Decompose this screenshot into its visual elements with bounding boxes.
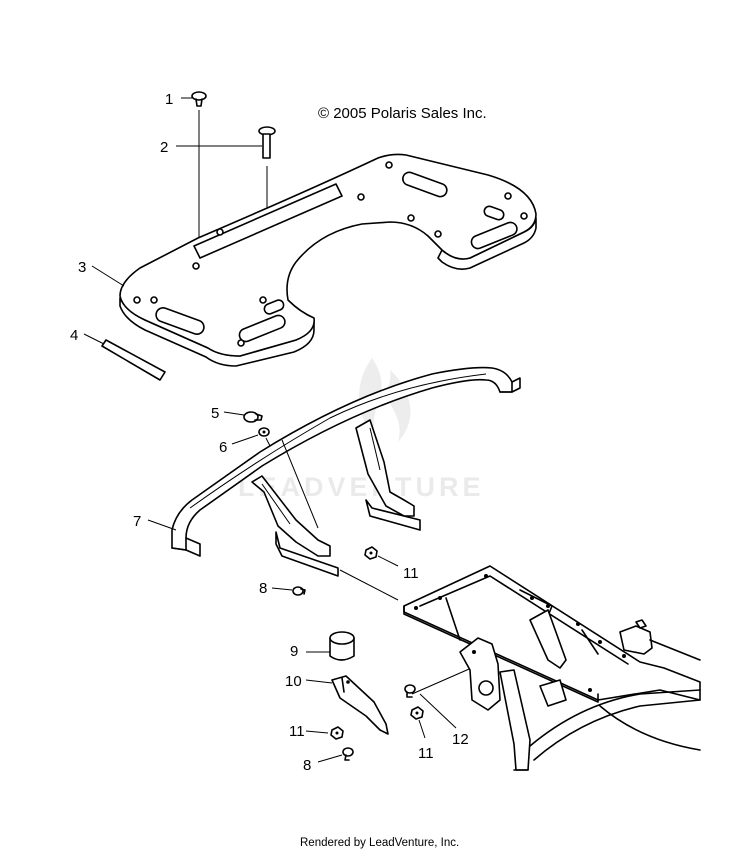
part-12-bolt [404,684,416,698]
leader-11b [305,730,329,734]
part-11-nut-c [410,706,424,720]
callout-6: 6 [219,439,227,456]
leader-8b [317,754,343,763]
assembly-line-7a [281,439,319,529]
assembly-line-7b [339,569,399,601]
callout-4: 4 [70,327,78,344]
callout-2: 2 [160,139,168,156]
part-6-nut [258,427,270,437]
callout-8-lower: 8 [303,757,311,774]
callout-11-lower-left: 11 [289,723,305,740]
part-10-bracket [331,675,389,735]
watermark-flame-icon [359,358,411,442]
callout-9: 9 [290,643,298,660]
part-3-rack-plate [119,153,537,367]
leader-11c [418,719,426,739]
callout-11-upper: 11 [403,565,419,582]
assembly-line-12 [411,665,477,695]
leader-6 [231,434,259,445]
callout-7: 7 [133,513,141,530]
leader-4 [83,333,105,345]
callout-3: 3 [78,259,86,276]
callout-5: 5 [211,405,219,422]
part-7-rack-frame [171,366,521,577]
callout-8-upper: 8 [259,580,267,597]
part-5-screw [243,411,263,423]
vehicle-chassis-frame [403,565,701,771]
leader-11a [377,555,399,567]
part-11-nut-a [364,546,378,560]
part-4-strip [101,339,166,381]
part-2-bolt [258,126,276,159]
leader-3 [91,265,125,287]
leader-8a [271,587,293,591]
callout-10: 10 [285,673,302,690]
leader-12 [419,693,457,729]
callout-12: 12 [452,731,469,748]
leader-7 [147,519,177,531]
footer-text: Rendered by LeadVenture, Inc. [300,837,459,849]
part-8-screw-b [342,747,354,761]
part-11-nut-b [330,726,344,740]
callout-11-lower-right: 11 [418,745,434,762]
copyright-text: © 2005 Polaris Sales Inc. [318,105,487,122]
part-8-screw-a [292,586,306,596]
leader-5 [223,411,245,416]
leader-10 [305,679,333,684]
part-1-rivet [191,91,207,107]
part-9-bumper [329,631,355,661]
callout-1: 1 [165,91,173,108]
